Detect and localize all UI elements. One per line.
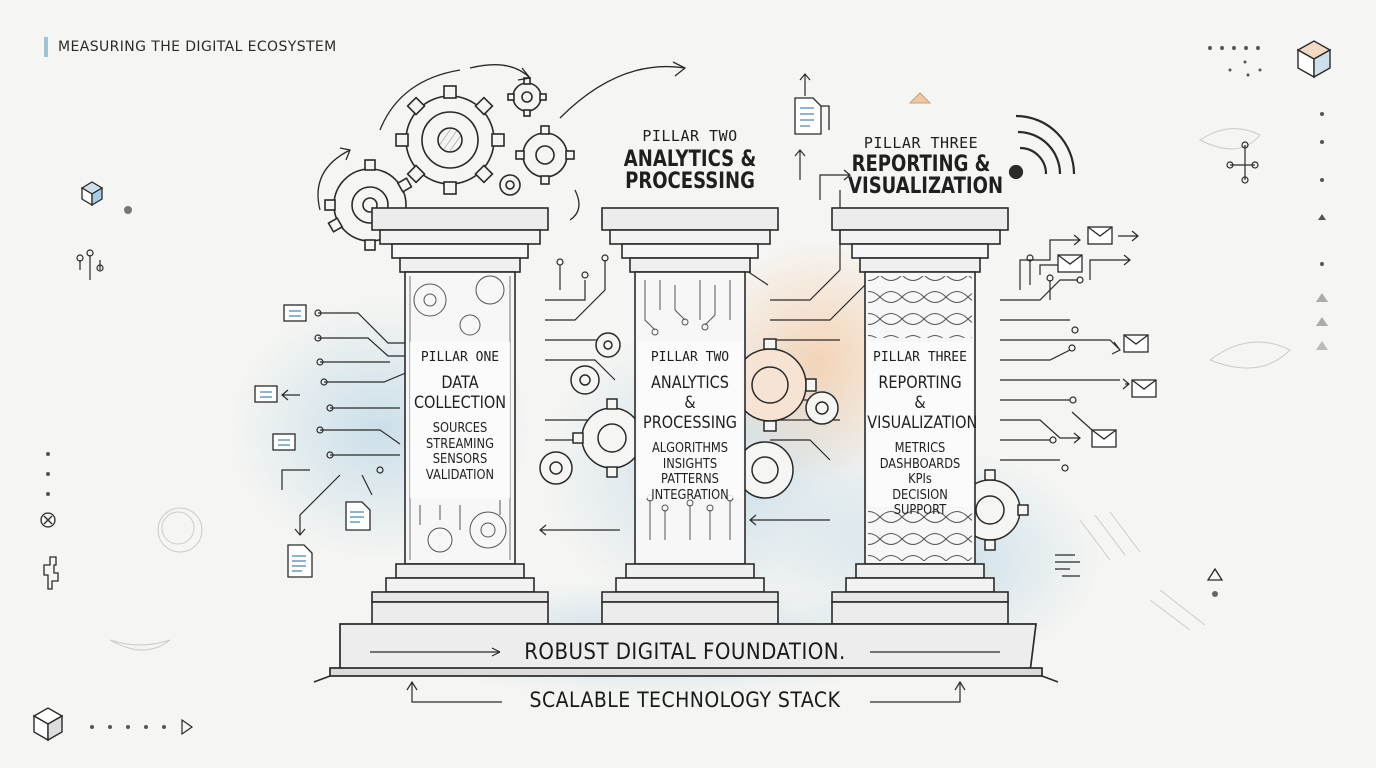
pillar-three-item: METRICS bbox=[894, 441, 946, 456]
pillar-two-top-label: PILLAR TWO ANALYTICS & PROCESSING bbox=[600, 127, 780, 193]
mail-icons-right bbox=[1057, 226, 1157, 448]
connector-icon-left bbox=[43, 556, 59, 590]
pillar-three-top-label: PILLAR THREE REPORTING & VISUALIZATION bbox=[832, 134, 1010, 198]
foundation-platform bbox=[313, 623, 1059, 683]
cube-icon-top-right bbox=[1296, 40, 1332, 79]
pillar-one-inner-label: PILLAR ONE DATA COLLECTION SOURCES STREA… bbox=[405, 350, 515, 483]
page-header: MEASURING THE DIGITAL ECOSYSTEM bbox=[44, 36, 337, 58]
dot-icon-left bbox=[124, 206, 132, 214]
circuit-traces-left bbox=[281, 309, 409, 536]
pillar-two-item: PATTERNS bbox=[661, 472, 719, 487]
pillar-one-items: SOURCES STREAMING SENSORS VALIDATION bbox=[412, 421, 509, 483]
cube-icon-left bbox=[80, 181, 104, 207]
dot-column-left bbox=[46, 452, 50, 496]
pillar-one-title-line1: DATA bbox=[441, 373, 479, 393]
pillar-three-title-line1: REPORTING bbox=[878, 373, 962, 393]
pillar-three-title-line2: & VISUALIZATION bbox=[867, 393, 978, 433]
pillar-three-item: DECISION bbox=[892, 487, 948, 503]
note-icons-left bbox=[254, 304, 371, 578]
circuit-traces-right bbox=[1000, 230, 1139, 577]
signal-icon bbox=[1008, 114, 1076, 180]
dot-grid-top-right bbox=[1208, 46, 1262, 77]
pillars-group bbox=[371, 207, 1009, 625]
flow-arrows-top bbox=[317, 61, 687, 221]
arrow-up-icons bbox=[794, 73, 851, 200]
pillar-one-inner-small: PILLAR ONE bbox=[420, 350, 500, 365]
foundation-arrows bbox=[370, 647, 1000, 703]
pillar-three-item: KPIs bbox=[908, 472, 932, 487]
pillar-one-item: VALIDATION bbox=[425, 467, 495, 483]
pillar-two-top-small: PILLAR TWO bbox=[642, 127, 738, 145]
pillar-two-item: ALGORITHMS bbox=[651, 441, 729, 456]
pillar-two-top-title-line1: ANALYTICS & bbox=[623, 147, 757, 172]
pillar-three-top-title-line1: REPORTING & bbox=[851, 152, 991, 177]
technology-stack-label: SCALABLE TECHNOLOGY STACK bbox=[529, 688, 841, 712]
cube-icon-bottom-left bbox=[32, 707, 64, 742]
play-icon bbox=[181, 718, 194, 736]
dot-icon-right bbox=[1212, 591, 1218, 597]
page-title: MEASURING THE DIGITAL ECOSYSTEM bbox=[58, 39, 337, 55]
pillar-three-item: DASHBOARDS bbox=[879, 456, 961, 472]
triangle-icon-orange bbox=[908, 92, 932, 104]
circuit-node-icon-left bbox=[76, 249, 104, 280]
background-scribbles bbox=[109, 128, 1291, 651]
circuit-node-icon-right bbox=[1226, 141, 1259, 184]
pillar-one-item: SOURCES bbox=[432, 421, 488, 436]
dot-column-right bbox=[1316, 112, 1328, 350]
header-accent-bar bbox=[44, 37, 48, 57]
pillar-two-items: ALGORITHMS INSIGHTS PATTERNS INTEGRATION bbox=[637, 441, 743, 503]
pillar-two-item: INTEGRATION bbox=[651, 487, 729, 503]
target-icon-left bbox=[40, 512, 56, 528]
pillar-two-top-title-line2: PROCESSING bbox=[625, 169, 755, 194]
foundation-label: ROBUST DIGITAL FOUNDATION. bbox=[524, 640, 846, 665]
dot-row-bottom-left bbox=[90, 725, 166, 729]
pillar-three-item: SUPPORT bbox=[893, 503, 947, 518]
document-icon-top bbox=[794, 97, 830, 135]
pillar-two-item: INSIGHTS bbox=[662, 456, 718, 472]
pillar-two-inner-label: PILLAR TWO ANALYTICS & PROCESSING ALGORI… bbox=[630, 350, 750, 503]
pillar-one-title-line2: COLLECTION bbox=[413, 393, 507, 413]
triangle-icon-right bbox=[1206, 567, 1224, 581]
pillar-one-item: STREAMING bbox=[426, 436, 494, 452]
gear-cluster-icon bbox=[324, 77, 575, 251]
pillar-three-items: METRICS DASHBOARDS KPIs DECISION SUPPORT bbox=[865, 441, 974, 519]
pillar-three-inner-small: PILLAR THREE bbox=[873, 350, 967, 365]
arrow-icons-right bbox=[1071, 378, 1130, 431]
pillar-three-top-small: PILLAR THREE bbox=[863, 134, 979, 152]
pillar-two-title-line1: ANALYTICS bbox=[651, 373, 729, 393]
pillar-two-inner-small: PILLAR TWO bbox=[650, 350, 730, 365]
pillar-three-inner-label: PILLAR THREE REPORTING & VISUALIZATION M… bbox=[858, 350, 982, 519]
pillar-three-top-title-line2: VISUALIZATION bbox=[848, 174, 1004, 199]
pillar-one-item: SENSORS bbox=[432, 452, 488, 467]
pillar-two-title-line2: & PROCESSING bbox=[643, 393, 737, 433]
